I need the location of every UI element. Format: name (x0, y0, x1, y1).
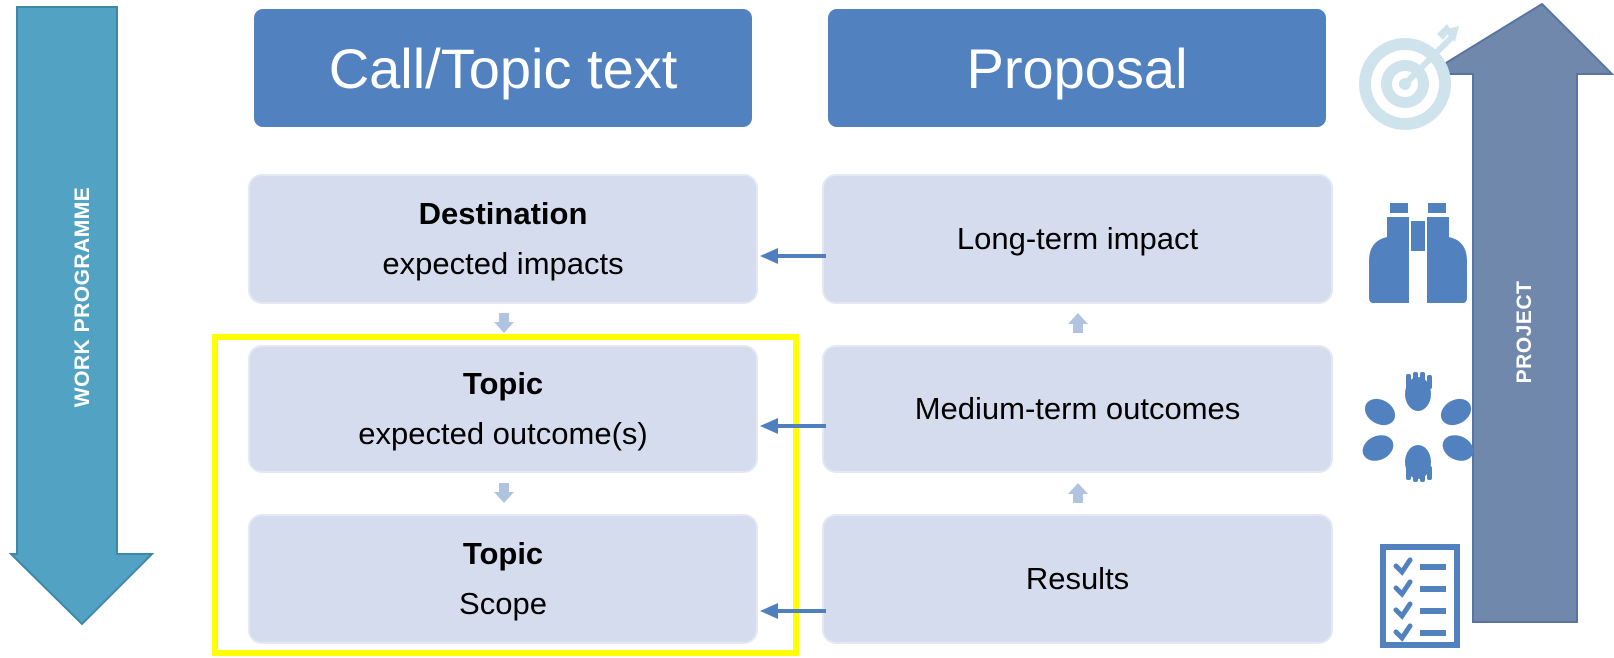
proposal-header: Proposal (828, 9, 1326, 127)
results-box: Results (824, 516, 1331, 642)
topic-outcomes-box: Topic expected outcome(s) (250, 347, 756, 471)
target-icon (1359, 24, 1459, 130)
highlight-frame (212, 334, 799, 656)
down-arrow-2 (494, 483, 514, 503)
project-label: PROJECT (1513, 280, 1536, 384)
hands-icon (1362, 372, 1474, 482)
destination-box: Destination expected impacts (250, 176, 756, 302)
results-label: Results (1025, 561, 1130, 596)
connector-arrow-impact (760, 248, 826, 264)
destination-title: Destination (418, 196, 588, 231)
work-programme-label: WORK PROGRAMME (71, 186, 94, 408)
topic-outcomes-subtitle: expected outcome(s) (358, 416, 648, 451)
topic-scope-box: Topic Scope (250, 516, 756, 642)
medium-term-outcomes-label: Medium-term outcomes (914, 391, 1241, 426)
topic-scope-subtitle: Scope (459, 586, 547, 621)
connector-arrow-scope (760, 603, 826, 619)
call-topic-header: Call/Topic text (254, 9, 752, 127)
checklist-icon (1380, 544, 1460, 648)
work-programme-arrow (8, 6, 155, 626)
long-term-impact-label: Long-term impact (956, 221, 1199, 256)
long-term-impact-box: Long-term impact (824, 176, 1331, 302)
topic-outcomes-title: Topic (462, 366, 544, 401)
up-arrow-2 (1068, 483, 1088, 503)
topic-scope-title: Topic (462, 536, 544, 571)
medium-term-outcomes-box: Medium-term outcomes (824, 347, 1331, 471)
binoculars-icon (1369, 203, 1467, 303)
up-arrow-1 (1068, 313, 1088, 333)
down-arrow-1 (494, 313, 514, 333)
connector-arrow-outcomes (760, 418, 826, 434)
destination-subtitle: expected impacts (382, 246, 624, 281)
